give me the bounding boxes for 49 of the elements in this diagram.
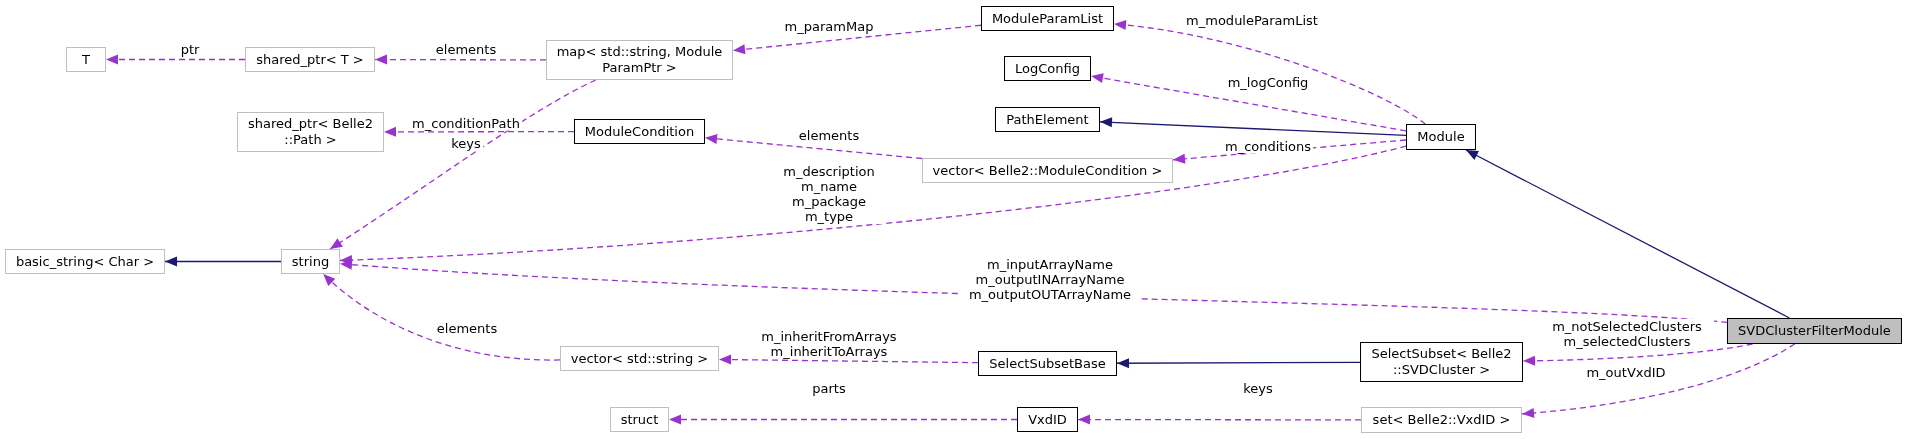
dashed-arrow [668, 414, 1018, 425]
dashed-arrow [105, 54, 246, 65]
edge-label: m_moduleParamList [1184, 12, 1320, 28]
class-box: map< std::string, Module ParamPtr > [546, 40, 733, 80]
class-box: LogConfig [1004, 56, 1091, 81]
class-box: T [66, 47, 106, 72]
class-box: basic_string< Char > [5, 249, 165, 274]
arrow [1465, 149, 1791, 319]
arrow [1099, 117, 1407, 137]
class-box: SelectSubset< Belle2 ::SVDCluster > [1360, 342, 1523, 382]
dashed-arrow [383, 126, 575, 137]
edge-label: elements [434, 320, 500, 336]
class-box: ModuleCondition [574, 119, 705, 144]
arrow [1116, 358, 1361, 369]
class-box: vector< Belle2::ModuleCondition > [922, 158, 1173, 183]
class-box: vector< std::string > [560, 346, 719, 371]
dashed-arrow [1113, 20, 1426, 125]
dashed-arrow [339, 145, 1407, 265]
edge-label: m_conditionPath [410, 115, 522, 131]
edge-label: m_inputArrayName m_outputINArrayName m_outputOUTArrayName [960, 256, 1140, 302]
class-box: VxdID [1017, 407, 1078, 432]
edge-label: elements [796, 127, 862, 143]
dashed-arrow [718, 354, 979, 365]
class-box: SVDClusterFilterModule [1727, 318, 1902, 344]
class-box: struct [610, 407, 669, 432]
edge-label: keys [449, 135, 483, 151]
class-box: set< Belle2::VxdID > [1361, 407, 1522, 433]
dashed-arrow [1521, 343, 1796, 418]
edge-label: m_logConfig [1225, 74, 1311, 90]
edge-label: keys [1241, 380, 1275, 396]
dashed-arrow [704, 133, 923, 160]
edge-label: m_outVxdID [1584, 364, 1668, 380]
dashed-arrow [1090, 73, 1407, 132]
dashed-arrow [1522, 343, 1754, 366]
dashed-arrow [1077, 414, 1362, 425]
dashed-arrow [322, 273, 561, 361]
class-box: SelectSubsetBase [978, 351, 1117, 376]
class-box: Module [1406, 124, 1476, 150]
class-box: PathElement [995, 107, 1100, 132]
dashed-arrow [374, 54, 547, 65]
class-box: shared_ptr< T > [245, 47, 375, 72]
arrow [164, 256, 282, 267]
dashed-arrow [732, 24, 982, 55]
class-box: ModuleParamList [981, 6, 1114, 31]
class-box: shared_ptr< Belle2 ::Path > [237, 112, 384, 152]
class-box: string [281, 249, 340, 274]
edge-label: elements [433, 41, 499, 57]
edge-label: m_conditions [1223, 138, 1313, 154]
dashed-arrow [329, 79, 597, 250]
